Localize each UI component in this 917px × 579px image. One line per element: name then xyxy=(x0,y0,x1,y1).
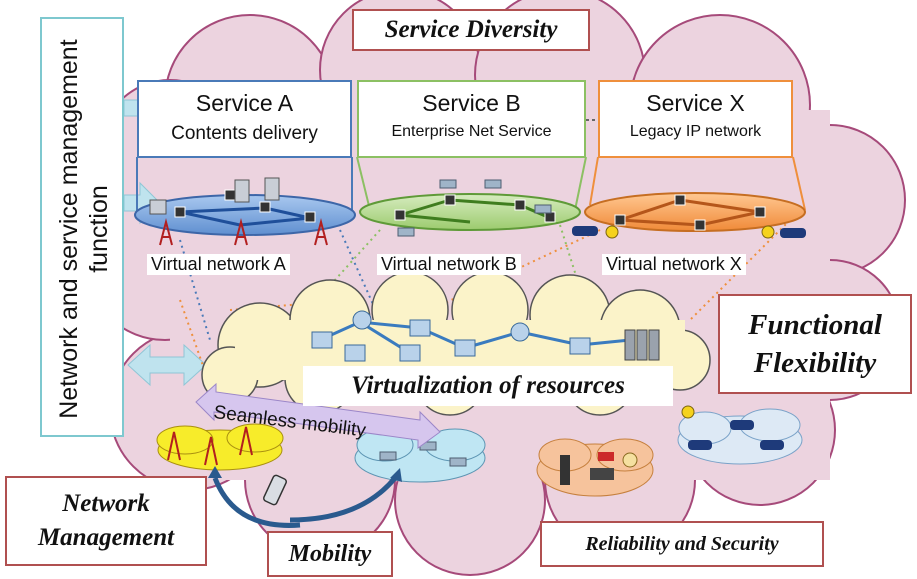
service-x-title: Service X xyxy=(646,90,745,116)
service-b-box: Service B Enterprise Net Service xyxy=(357,80,586,158)
service-b-title: Service B xyxy=(422,90,521,116)
router-icons xyxy=(397,179,552,237)
service-x-subtitle: Legacy IP network xyxy=(629,123,762,140)
car-icons xyxy=(572,226,806,238)
mobility-label: Mobility xyxy=(267,531,393,577)
service-a-title: Service A xyxy=(195,90,294,116)
service-b-subtitle: Enterprise Net Service xyxy=(391,123,552,140)
phone-icon xyxy=(262,474,288,506)
virtual-network-a-label: Virtual network A xyxy=(147,254,290,275)
service-x-box: Service X Legacy IP network xyxy=(598,80,793,158)
virtual-network-x-label: Virtual network X xyxy=(602,254,746,275)
service-a-subtitle: Contents delivery xyxy=(171,123,318,144)
service-diversity-text: Service Diversity xyxy=(384,16,558,43)
resource-switches xyxy=(311,310,591,362)
vehicle-icons xyxy=(688,420,784,450)
vehicle-cloud xyxy=(677,408,803,465)
service-a-box: Service A Contents delivery xyxy=(137,80,352,158)
yellow-mobile-cloud xyxy=(156,423,284,471)
functional-flexibility-label: Functional Flexibility xyxy=(718,294,912,394)
virtualization-label: Virtualization of resources xyxy=(303,366,673,406)
reliability-security-text: Reliability and Security xyxy=(585,532,779,555)
wifi-icons xyxy=(605,225,775,239)
seamless-mobility-arrow xyxy=(195,382,441,449)
reliability-cloud xyxy=(536,438,654,497)
management-function-label: Network and service management function xyxy=(55,39,113,419)
vehicle-wifi-icon xyxy=(681,405,695,419)
service-funnels xyxy=(136,119,806,215)
mobility-curves xyxy=(212,476,397,528)
virtual-network-x xyxy=(584,192,806,232)
management-function-box: Network and service management function xyxy=(40,17,124,437)
server-rack-icon xyxy=(624,329,660,361)
virtualization-text: Virtualization of resources xyxy=(351,372,625,399)
network-nodes xyxy=(174,189,766,231)
mobile-antenna-icons xyxy=(167,426,253,466)
functional-flexibility-text: Functional Flexibility xyxy=(748,309,882,379)
service-diversity-label: Service Diversity xyxy=(352,9,590,51)
reliability-security-label: Reliability and Security xyxy=(540,521,824,567)
server-icons xyxy=(149,177,280,215)
security-icons xyxy=(560,452,638,485)
network-management-text: Network Management xyxy=(37,490,175,551)
network-management-label: Network Management xyxy=(5,476,207,566)
mobility-text: Mobility xyxy=(288,540,372,567)
blue-cloud-routers xyxy=(379,441,467,467)
antenna-icons xyxy=(159,218,328,246)
virtual-network-b-label: Virtual network B xyxy=(377,254,521,275)
